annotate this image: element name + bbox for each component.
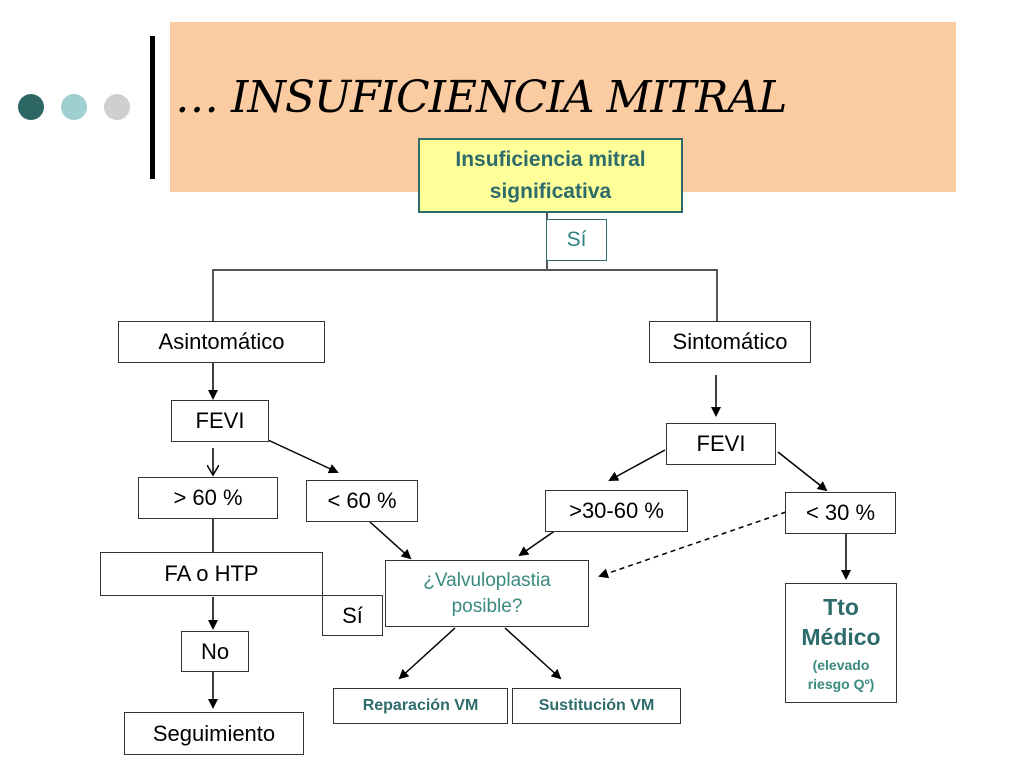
node-fa-htp: FA o HTP xyxy=(100,552,323,596)
node-30-60: >30-60 % xyxy=(545,490,688,532)
arrow-fevi-to-3060 xyxy=(608,449,666,481)
node-30-60-label: >30-60 % xyxy=(569,498,664,523)
title-divider xyxy=(150,36,155,179)
arrow-lt60-to-valv xyxy=(369,521,412,560)
node-lt30-label: < 30 % xyxy=(805,500,876,525)
node-lt60-label: < 60 % xyxy=(327,488,397,513)
node-asintomatico-label: Asintomático xyxy=(158,329,285,354)
node-asintomatico: Asintomático xyxy=(118,321,325,363)
node-sintomatico-label: Sintomático xyxy=(672,329,788,354)
node-lt60: < 60 % xyxy=(306,480,418,522)
arrow-fevi-to-lt60 xyxy=(267,439,339,474)
node-sustitucion-vm-label: Sustitución VM xyxy=(538,697,655,714)
node-sintomatico: Sintomático xyxy=(649,321,811,363)
node-tto-medico: Tto Médico (elevado riesgo Qº) xyxy=(785,583,897,703)
node-seguimiento: Seguimiento xyxy=(124,712,304,755)
node-tto-medico-label: Tto Médico xyxy=(801,594,881,650)
decor-dot-gray xyxy=(104,94,130,120)
node-si-top-label: Sí xyxy=(566,228,587,251)
node-si-left-label: Sí xyxy=(342,602,363,628)
node-gt60: > 60 % xyxy=(138,477,278,519)
node-sustitucion-vm: Sustitución VM xyxy=(512,688,681,724)
node-lt30: < 30 % xyxy=(785,492,896,534)
node-reparacion-vm: Reparación VM xyxy=(333,688,508,724)
node-elevado-riesgo-label: (elevado riesgo Qº) xyxy=(807,657,875,692)
node-insuficiencia-mitral-label: Insuficiencia mitral significativa xyxy=(455,147,646,203)
node-fevi-right: FEVI xyxy=(666,423,776,465)
node-fevi-left: FEVI xyxy=(171,400,269,442)
node-valvuloplastia: ¿Valvuloplastia posible? xyxy=(385,560,589,627)
slide-title: … INSUFICIENCIA MITRAL xyxy=(175,72,787,123)
arrow-valv-to-reparacion xyxy=(398,627,456,680)
node-gt60-label: > 60 % xyxy=(173,485,243,510)
node-fevi-right-label: FEVI xyxy=(696,431,746,456)
decor-dot-dark xyxy=(18,94,44,120)
decor-dot-light xyxy=(61,94,87,120)
node-valvuloplastia-label: ¿Valvuloplastia posible? xyxy=(423,569,551,617)
connector-horizontal-split xyxy=(212,269,717,271)
node-seguimiento-label: Seguimiento xyxy=(152,720,276,746)
arrow-lt30-to-valv-dashed xyxy=(598,511,787,579)
node-si-left: Sí xyxy=(322,595,383,636)
connector-right-drop xyxy=(716,269,718,321)
node-si-top: Sí xyxy=(546,219,607,261)
node-fa-htp-label: FA o HTP xyxy=(164,561,259,586)
connector-left-drop xyxy=(212,269,214,321)
arrow-valv-to-sustitucion xyxy=(504,627,562,680)
node-insuficiencia-mitral: Insuficiencia mitral significativa xyxy=(418,138,683,213)
arrow-fevi-to-lt30 xyxy=(777,451,828,492)
node-reparacion-vm-label: Reparación VM xyxy=(362,697,479,714)
arrow-3060-to-valv xyxy=(518,529,557,557)
node-no-label: No xyxy=(200,638,230,664)
node-no: No xyxy=(181,631,249,672)
node-fevi-left-label: FEVI xyxy=(195,408,245,433)
